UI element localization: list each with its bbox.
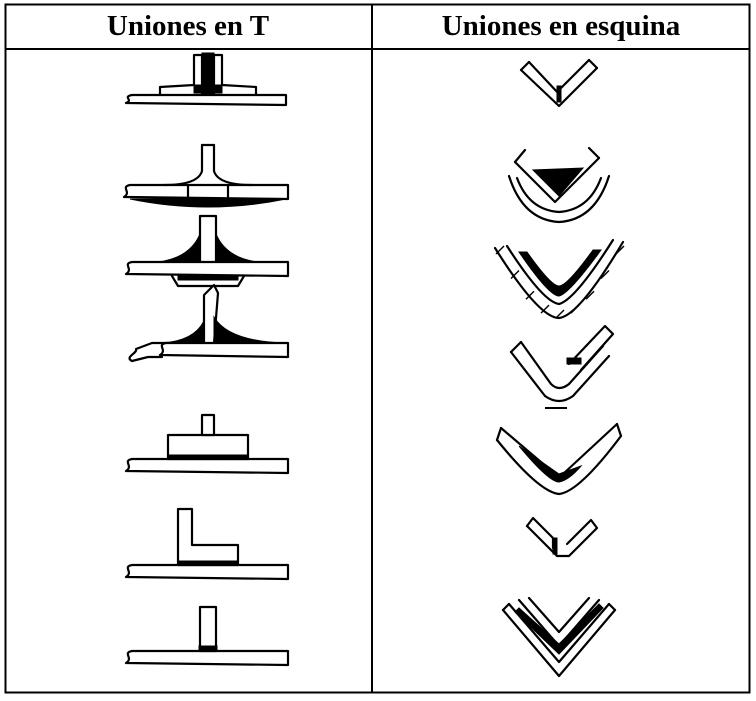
column-header-t-joints: Uniones en T bbox=[106, 9, 270, 42]
corner-joint-figure-2 bbox=[507, 146, 611, 224]
t-joint-figure-7 bbox=[124, 605, 290, 667]
t-joint-figure-6 bbox=[124, 507, 290, 581]
t-joint-figure-1 bbox=[124, 52, 288, 107]
corner-joint-figure-7 bbox=[501, 596, 617, 678]
t-joint-figure-2 bbox=[122, 143, 290, 208]
corner-joint-figure-1 bbox=[519, 58, 599, 108]
column-header-corner-joints: Uniones en esquina bbox=[441, 9, 681, 42]
corner-joint-figure-6 bbox=[525, 516, 599, 558]
corner-joint-figure-3 bbox=[493, 238, 625, 320]
t-joint-figure-4 bbox=[128, 283, 290, 363]
corner-joint-figure-5 bbox=[495, 422, 623, 496]
t-joint-figure-3 bbox=[124, 214, 290, 288]
table-grid bbox=[4, 3, 751, 694]
t-joint-figure-5 bbox=[124, 413, 290, 475]
corner-joint-figure-4 bbox=[509, 324, 615, 409]
